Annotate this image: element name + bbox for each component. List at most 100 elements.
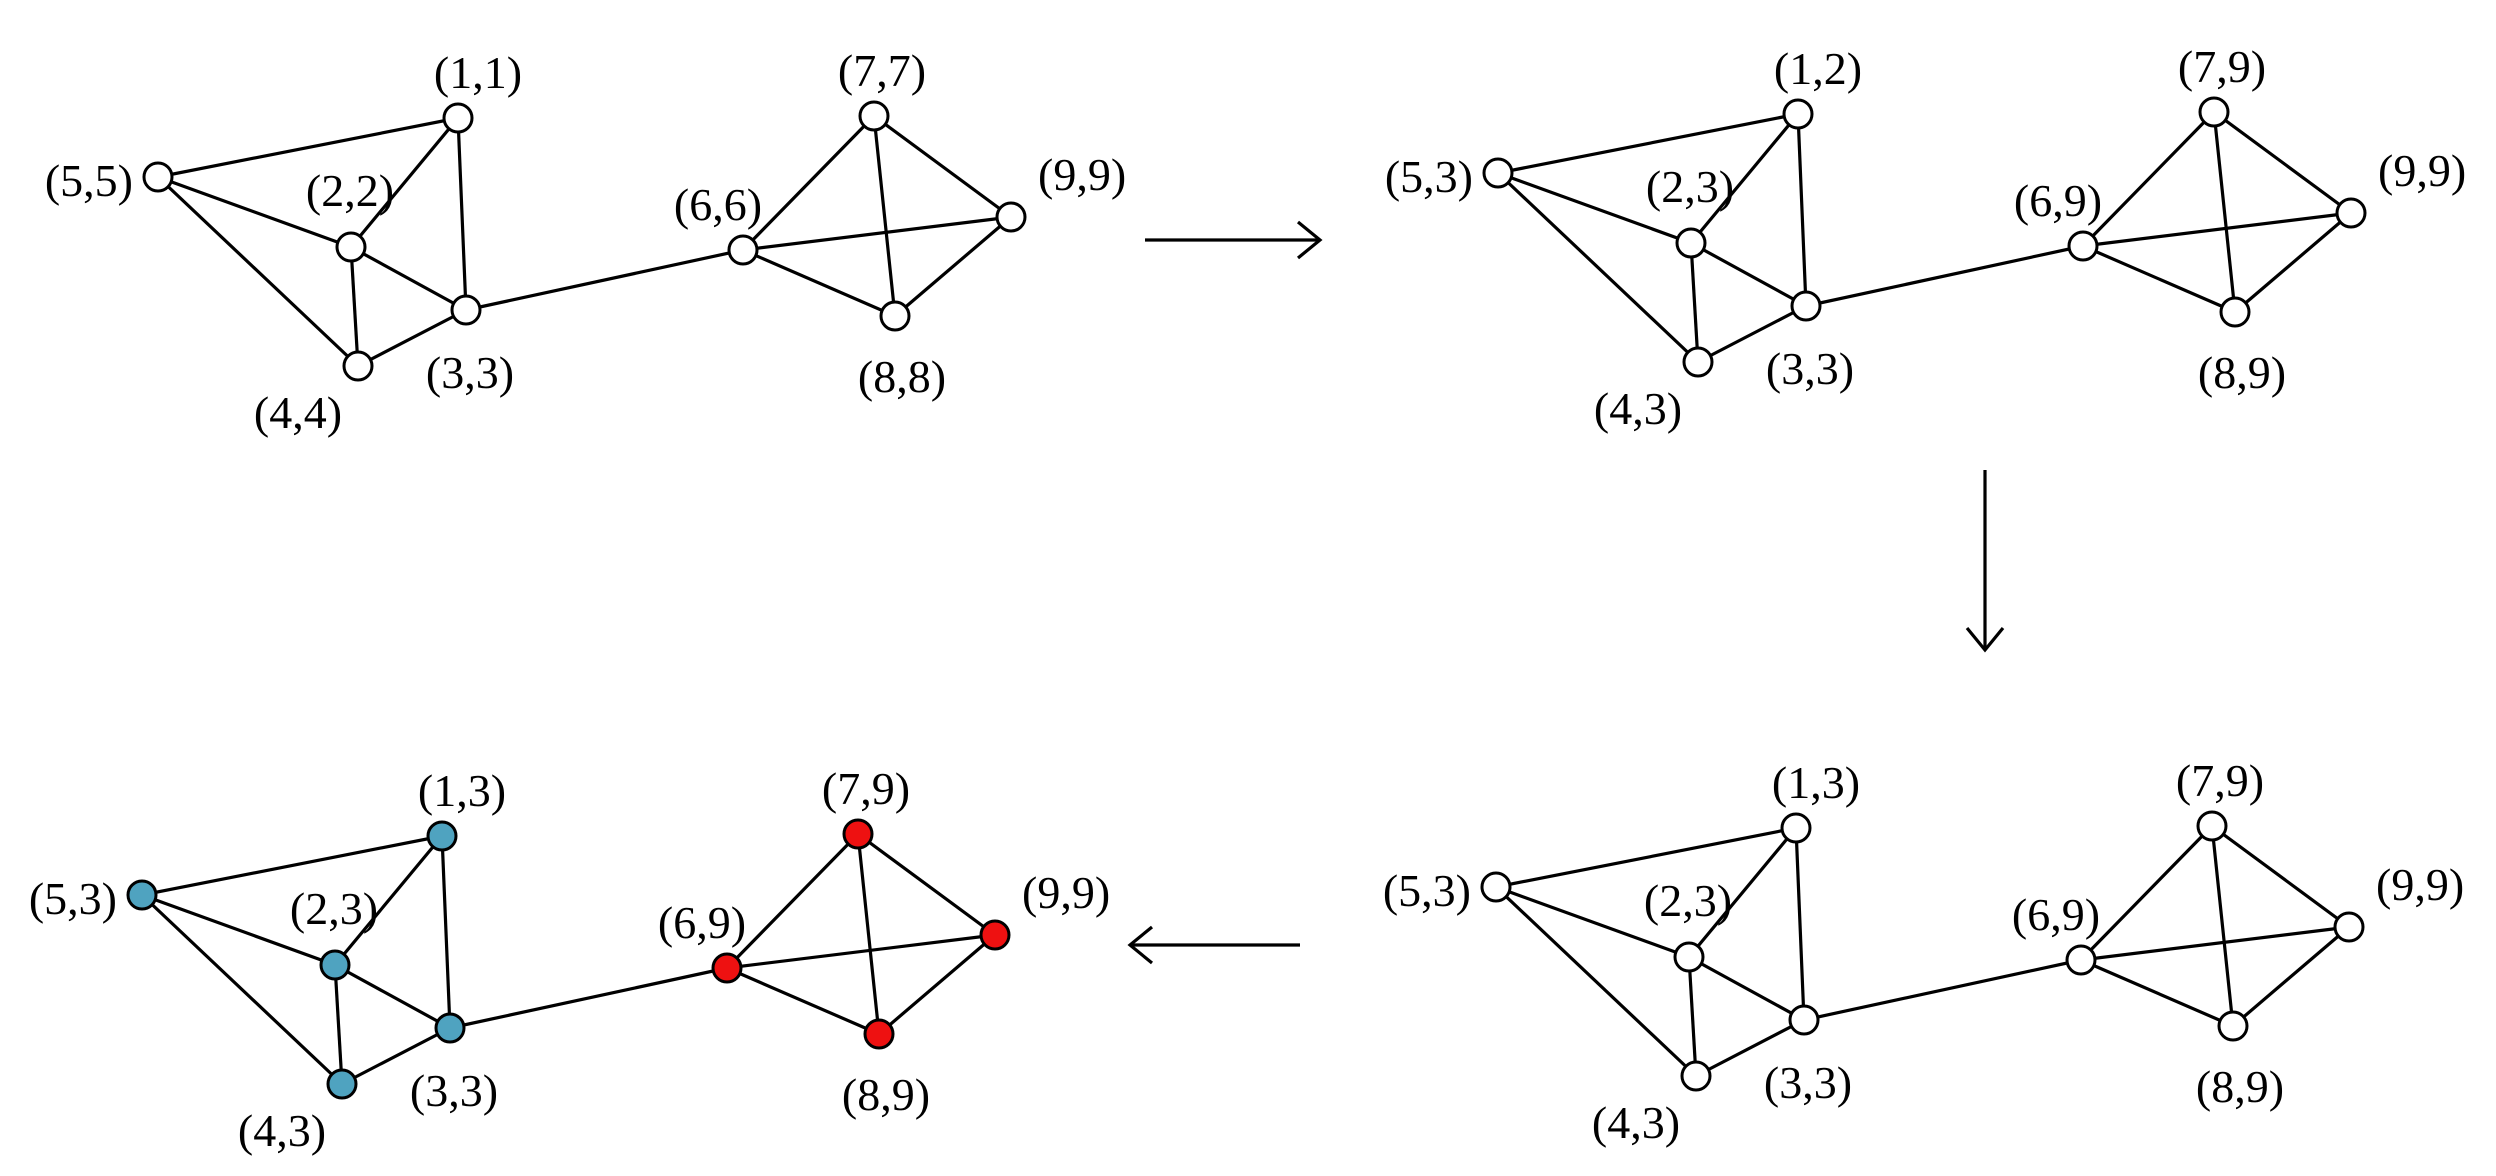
node-8 xyxy=(2217,1010,2249,1042)
node-2 xyxy=(1673,941,1705,973)
edge-5-2 xyxy=(1495,885,1690,959)
arrow-right xyxy=(1145,220,1323,260)
edge-7-9 xyxy=(2213,110,2352,215)
node-3 xyxy=(1790,290,1822,322)
node-label-7: (7,9) xyxy=(822,763,910,814)
node-7 xyxy=(842,818,874,850)
edge-4-3 xyxy=(357,308,467,368)
node-label-5: (5,3) xyxy=(29,873,117,924)
edge-8-9 xyxy=(2231,925,2351,1028)
node-label-3: (3,3) xyxy=(1766,343,1854,394)
arrow-left xyxy=(1127,925,1300,965)
node-label-6: (6,9) xyxy=(2014,175,2102,226)
edge-6-8 xyxy=(2080,958,2234,1028)
node-label-9: (9,9) xyxy=(1038,149,1126,200)
edge-1-2 xyxy=(1687,826,1798,959)
edge-5-1 xyxy=(1497,112,1799,175)
node-1 xyxy=(442,102,474,134)
edge-3-6 xyxy=(449,966,728,1030)
edge-6-7 xyxy=(2081,110,2216,248)
edge-2-4 xyxy=(1689,242,1700,363)
node-label-3: (3,3) xyxy=(1764,1057,1852,1108)
edge-5-2 xyxy=(141,893,336,967)
node-label-1: (1,3) xyxy=(418,765,506,816)
node-5 xyxy=(1482,157,1514,189)
node-label-4: (4,3) xyxy=(1594,383,1682,434)
node-label-9: (9,9) xyxy=(1022,867,1110,918)
node-label-8: (8,9) xyxy=(842,1069,930,1120)
edge-6-9 xyxy=(2080,925,2350,962)
node-5 xyxy=(126,879,158,911)
edge-5-1 xyxy=(1495,826,1797,889)
node-label-7: (7,9) xyxy=(2176,755,2264,806)
edge-7-8 xyxy=(872,115,897,317)
node-label-9: (9,9) xyxy=(2376,859,2464,910)
edge-5-1 xyxy=(141,834,443,897)
node-2 xyxy=(335,231,367,263)
node-6 xyxy=(711,952,743,984)
node-5 xyxy=(1480,871,1512,903)
edge-4-3 xyxy=(1697,304,1807,364)
edge-8-9 xyxy=(893,215,1013,318)
edge-2-4 xyxy=(333,964,344,1085)
edge-7-9 xyxy=(2211,824,2350,929)
node-label-6: (6,9) xyxy=(658,897,746,948)
edge-6-9 xyxy=(742,215,1012,252)
edge-5-4 xyxy=(156,175,360,368)
node-label-8: (8,9) xyxy=(2196,1061,2284,1112)
edge-8-9 xyxy=(877,933,997,1036)
node-8 xyxy=(879,300,911,332)
node-7 xyxy=(2198,96,2230,128)
node-label-2: (2,2) xyxy=(306,165,394,216)
arrow-down xyxy=(1965,470,2005,653)
edge-3-6 xyxy=(1803,958,2082,1022)
node-9 xyxy=(2335,197,2367,229)
edge-6-7 xyxy=(2079,824,2214,962)
edge-5-4 xyxy=(1494,885,1698,1078)
edge-1-2 xyxy=(333,834,444,967)
node-label-7: (7,9) xyxy=(2178,41,2266,92)
panel-top-left: (1,1)(2,2)(3,3)(4,4)(5,5)(6,6)(7,7)(8,8)… xyxy=(45,45,1126,438)
edge-7-8 xyxy=(856,833,881,1035)
edge-1-2 xyxy=(1689,112,1800,245)
edge-1-3 xyxy=(440,835,452,1029)
node-4 xyxy=(1680,1060,1712,1092)
node-9 xyxy=(995,201,1027,233)
node-4 xyxy=(1682,346,1714,378)
edge-7-8 xyxy=(2210,825,2235,1027)
node-3 xyxy=(434,1012,466,1044)
node-label-3: (3,3) xyxy=(410,1065,498,1116)
edge-5-1 xyxy=(157,116,459,179)
edge-5-4 xyxy=(1496,171,1700,364)
node-label-1: (1,2) xyxy=(1774,43,1862,94)
node-5 xyxy=(142,161,174,193)
node-6 xyxy=(2065,944,2097,976)
node-label-2: (2,3) xyxy=(1644,875,1732,926)
node-label-5: (5,5) xyxy=(45,155,133,206)
edge-6-9 xyxy=(2082,211,2352,248)
edge-2-3 xyxy=(1690,241,1807,308)
node-3 xyxy=(450,294,482,326)
panel-top-right: (1,2)(2,3)(3,3)(4,3)(5,3)(6,9)(7,9)(8,9)… xyxy=(1385,41,2466,434)
edge-2-4 xyxy=(349,246,360,367)
node-label-2: (2,3) xyxy=(290,883,378,934)
edge-5-4 xyxy=(140,893,344,1086)
edge-5-2 xyxy=(1497,171,1692,245)
edge-1-3 xyxy=(456,117,468,311)
edge-3-6 xyxy=(465,248,744,312)
node-1 xyxy=(1782,98,1814,130)
edge-7-9 xyxy=(857,832,996,937)
node-2 xyxy=(319,949,351,981)
edge-6-8 xyxy=(2082,244,2236,314)
node-8 xyxy=(2219,296,2251,328)
node-label-8: (8,9) xyxy=(2198,347,2286,398)
panel-bottom-left: (1,3)(2,3)(3,3)(4,3)(5,3)(6,9)(7,9)(8,9)… xyxy=(29,763,1110,1156)
node-2 xyxy=(1675,227,1707,259)
node-label-3: (3,3) xyxy=(426,347,514,398)
panel-bottom-right: (1,3)(2,3)(3,3)(4,3)(5,3)(6,9)(7,9)(8,9)… xyxy=(1383,755,2464,1148)
edge-5-2 xyxy=(157,175,352,249)
edge-2-3 xyxy=(1688,955,1805,1022)
edge-8-9 xyxy=(2233,211,2353,314)
edge-2-3 xyxy=(334,963,451,1030)
